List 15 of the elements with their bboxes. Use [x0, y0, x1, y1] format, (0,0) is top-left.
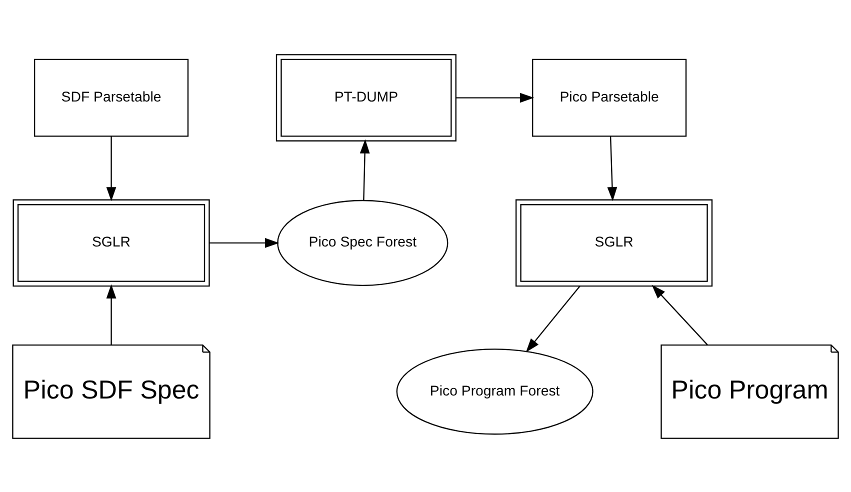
node-box: PT-DUMP — [276, 54, 456, 141]
node-ellipse: Pico Program Forest — [396, 348, 594, 434]
node-box: Pico Parsetable — [532, 58, 687, 136]
arrow — [652, 284, 708, 345]
node-ellipse: Pico Spec Forest — [277, 199, 448, 286]
arrow — [360, 138, 370, 200]
arrow — [607, 136, 618, 201]
arrow — [456, 92, 534, 102]
arrow — [106, 136, 116, 201]
node-box: SGLR — [516, 198, 713, 286]
arrow — [106, 284, 116, 344]
node-box: SGLR — [12, 198, 210, 286]
arrow — [526, 285, 580, 352]
arrow — [209, 238, 280, 248]
node-box: SDF Parsetable — [34, 58, 189, 136]
